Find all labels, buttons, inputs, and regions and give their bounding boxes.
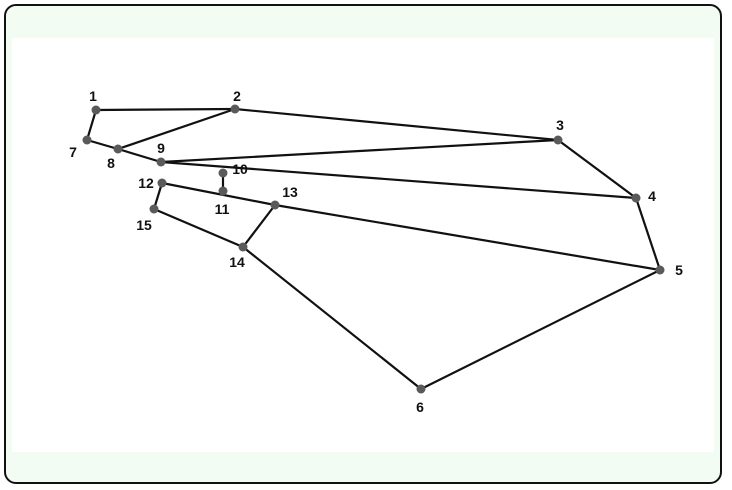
node-label-14: 14	[229, 254, 245, 270]
node-label-1: 1	[89, 88, 97, 104]
node-label-15: 15	[136, 217, 152, 233]
node-13	[270, 200, 280, 210]
edge-7-8	[85, 138, 120, 151]
node-label-6: 6	[416, 399, 424, 415]
edge-14-6	[241, 245, 423, 391]
node-label-9: 9	[157, 140, 165, 156]
node-label-11: 11	[215, 201, 230, 217]
node-14	[238, 242, 248, 252]
node-label-3: 3	[556, 117, 564, 133]
node-4	[631, 193, 641, 203]
node-8	[113, 144, 123, 154]
node-label-4: 4	[648, 188, 656, 204]
node-7	[82, 135, 92, 145]
node-2	[230, 104, 240, 114]
node-1	[91, 105, 101, 115]
diagram-frame	[4, 4, 722, 484]
edge-15-14	[152, 207, 245, 249]
node-12	[157, 178, 167, 188]
edge-8-2	[116, 107, 237, 151]
edge-2-3	[233, 107, 560, 142]
edge-9-4	[159, 160, 638, 200]
edge-8-9	[116, 147, 163, 164]
edge-9-3	[159, 138, 560, 164]
node-5	[655, 265, 665, 275]
edges-layer	[85, 107, 662, 391]
node-label-7: 7	[69, 144, 77, 160]
node-label-5: 5	[675, 262, 683, 278]
node-label-8: 8	[107, 155, 115, 171]
node-label-13: 13	[282, 184, 298, 200]
edge-6-5	[419, 268, 662, 391]
edge-4-5	[634, 196, 662, 272]
node-6	[416, 384, 426, 394]
edge-1-7	[85, 108, 98, 142]
node-label-12: 12	[138, 175, 154, 191]
node-label-2: 2	[233, 88, 241, 104]
nodes-layer	[82, 104, 665, 394]
node-15	[149, 204, 159, 214]
diagram-panel	[12, 38, 714, 452]
node-label-10: 10	[232, 161, 248, 177]
node-11	[218, 186, 228, 196]
edge-13-14	[241, 203, 277, 249]
edge-12-13	[160, 181, 277, 207]
node-3	[553, 135, 563, 145]
edge-1-2	[94, 107, 237, 112]
node-10	[218, 168, 228, 178]
edge-12-15	[152, 181, 164, 211]
node-9	[156, 157, 166, 167]
edge-13-5	[273, 203, 662, 272]
edge-3-4	[556, 138, 638, 200]
